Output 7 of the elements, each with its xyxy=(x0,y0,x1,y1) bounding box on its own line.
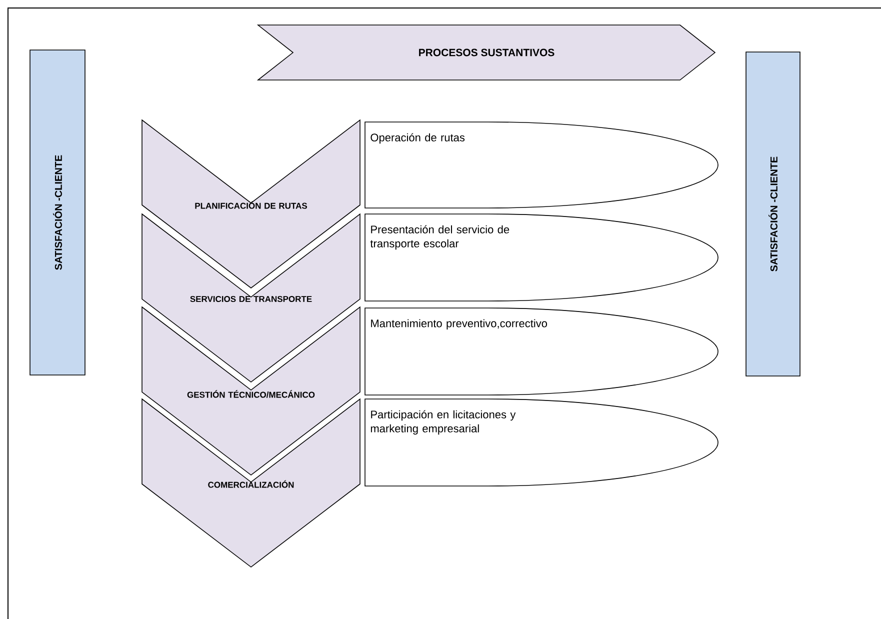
side-bar: SATISFACIÓN -CLIENTE xyxy=(746,52,800,376)
process-box: Participación en licitaciones y marketing empresarial xyxy=(364,398,718,486)
header-banner: PROCESOS SUSTANTIVOS xyxy=(256,24,716,80)
process-box: Mantenimiento preventivo,correctivo xyxy=(364,308,718,396)
side-bar: SATISFACIÓN -CLIENTE xyxy=(30,50,86,376)
process-box: Operación de rutas xyxy=(364,122,718,208)
process-box: Presentación del servicio de transporte escolar xyxy=(364,214,718,302)
